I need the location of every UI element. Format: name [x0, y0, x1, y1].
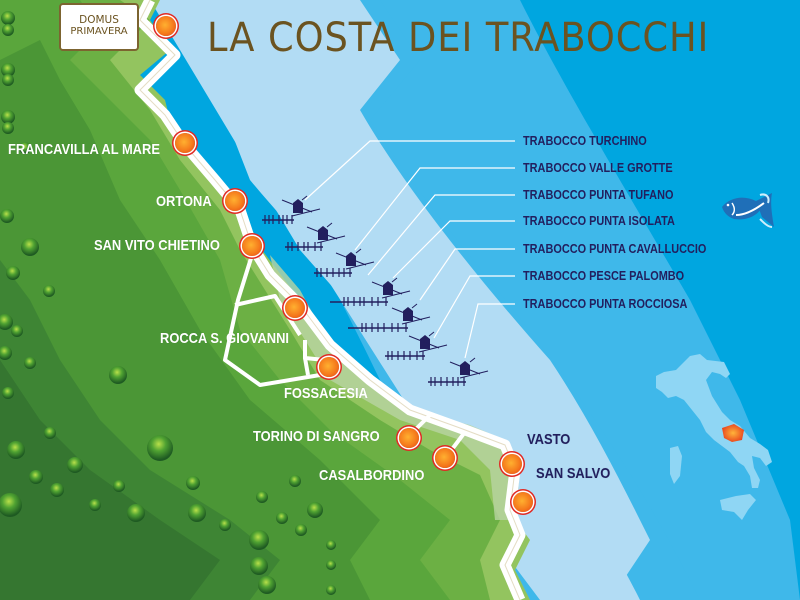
- city-label-san-salvo[interactable]: SAN SALVO: [536, 465, 611, 482]
- italy-inset-map: [656, 354, 772, 520]
- city-marker-casalbordino[interactable]: [435, 448, 455, 468]
- city-marker-ortona[interactable]: [225, 191, 245, 211]
- trabocco-label-valle-grotte[interactable]: TRABOCCO VALLE GROTTE: [523, 160, 673, 175]
- logo-line2: PRIMAVERA: [70, 26, 128, 37]
- logo-line1: DOMUS: [79, 14, 119, 26]
- city-marker-san-salvo[interactable]: [513, 492, 533, 512]
- city-marker-vasto[interactable]: [502, 454, 522, 474]
- city-label-ortona[interactable]: ORTONA: [156, 193, 212, 210]
- city-label-fossacesia[interactable]: FOSSACESIA: [284, 385, 368, 402]
- city-label-vasto[interactable]: VASTO: [527, 431, 571, 448]
- city-label-rocca[interactable]: ROCCA S. GIOVANNI: [160, 330, 290, 347]
- trabocco-label-punta-rocciosa[interactable]: TRABOCCO PUNTA ROCCIOSA: [523, 296, 688, 311]
- city-marker-torino[interactable]: [399, 428, 419, 448]
- city-marker-rocca[interactable]: [285, 298, 305, 318]
- trabocco-label-punta-cavalluccio[interactable]: TRABOCCO PUNTA CAVALLUCCIO: [523, 241, 707, 256]
- trabocco-label-punta-isolata[interactable]: TRABOCCO PUNTA ISOLATA: [523, 213, 675, 228]
- trabocco-label-punta-tufano[interactable]: TRABOCCO PUNTA TUFANO: [523, 187, 674, 202]
- domus-primavera-logo: DOMUS PRIMAVERA: [59, 3, 139, 51]
- city-marker-fossacesia[interactable]: [319, 357, 339, 377]
- city-label-casalbordino[interactable]: CASALBORDINO: [319, 467, 425, 484]
- city-marker-top[interactable]: [156, 16, 176, 36]
- map-title: LA COSTA DEI TRABOCCHI: [207, 15, 710, 61]
- abruzzo-region: [722, 424, 744, 442]
- city-marker-francavilla[interactable]: [175, 133, 195, 153]
- city-label-torino[interactable]: TORINO DI SANGRO: [253, 428, 380, 445]
- trabocco-label-pesce-palombo[interactable]: TRABOCCO PESCE PALOMBO: [523, 268, 685, 283]
- fish-icon: [722, 193, 774, 228]
- trabocco-label-turchino[interactable]: TRABOCCO TURCHINO: [523, 133, 647, 148]
- city-marker-san-vito[interactable]: [242, 236, 262, 256]
- city-label-francavilla[interactable]: FRANCAVILLA AL MARE: [8, 141, 160, 158]
- city-label-san-vito[interactable]: SAN VITO CHIETINO: [94, 237, 220, 254]
